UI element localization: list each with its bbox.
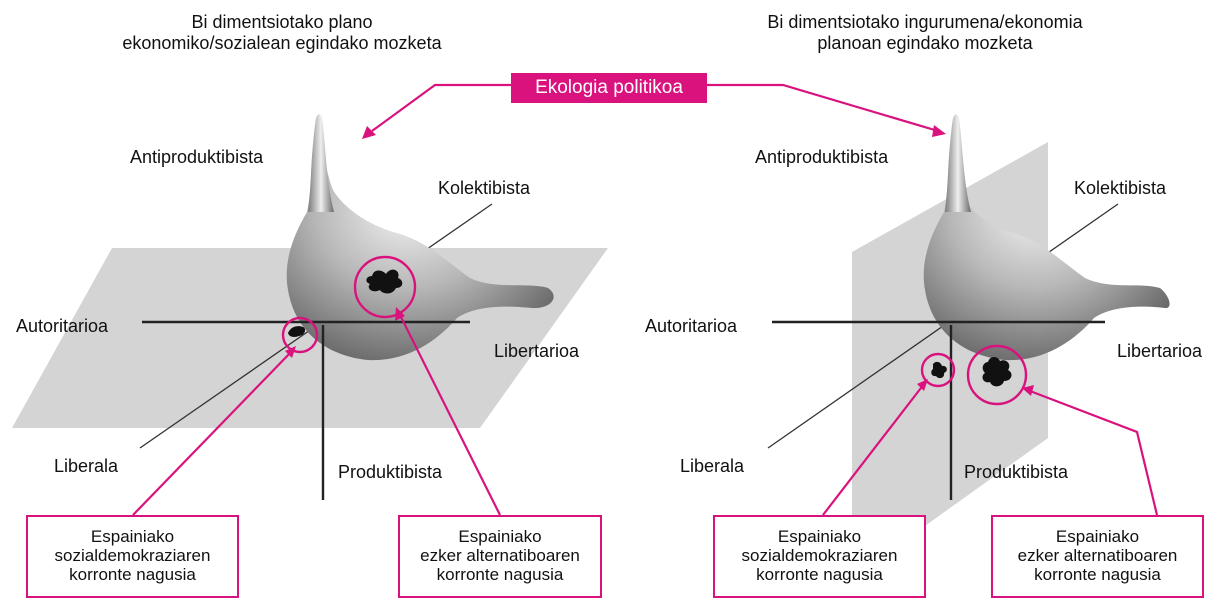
callout-line: Espainiako [458,527,542,546]
right-panel-title: Bi dimentsiotako ingurumena/ekonomia pla… [720,12,1130,54]
callout-line: korronte nagusia [69,565,196,584]
left-panel-graphics [12,83,608,516]
callout-line: Espainiako [1055,527,1140,546]
callout-line: korronte nagusia [1034,565,1161,584]
pointer-line [707,83,939,133]
axis-label-diag-up: Kolektibista [1074,178,1167,198]
axis-label-right: Libertarioa [1117,341,1203,361]
arrowhead [285,346,296,358]
left-panel-title: Bi dimentsiotako plano ekonomiko/soziale… [72,12,492,54]
callout-line: sozialdemokraziaren [54,546,211,565]
distribution-peak [945,114,971,212]
right-panel-graphics [707,83,1170,578]
pointer-line [399,314,501,516]
distribution-shape [923,128,1170,361]
pointer-line [132,349,294,516]
left-blob-large [366,269,403,294]
callout-line: korronte nagusia [756,565,883,584]
pointer-line [1029,389,1159,516]
title-line: Bi dimentsiotako plano [191,12,373,32]
callout-box: Espainiako sozialdemokraziaren korronte … [713,515,926,598]
title-line: ekonomiko/sozialean egindako mozketa [122,33,442,53]
arrowhead [917,379,928,391]
circle-marker [281,316,319,354]
distribution-peak [308,114,334,212]
axis-label-bottom: Produktibista [338,462,443,482]
axis-label-left: Autoritarioa [16,316,109,336]
title-line: planoan egindako mozketa [817,33,1033,53]
title-line: Bi dimentsiotako ingurumena/ekonomia [767,12,1083,32]
pointer-line [822,383,925,516]
right-blob-small [931,361,947,379]
arrowhead [395,307,405,321]
axis-label-diag-down: Liberala [54,456,119,476]
callout-line: korronte nagusia [436,565,564,584]
arrowhead [932,125,946,137]
callout-box: Espainiako ezker alternatiboaren korront… [398,515,602,598]
arrowhead [1022,385,1034,396]
axis-label-diag-up: Kolektibista [438,178,531,198]
callout-box: Espainiako sozialdemokraziaren korronte … [26,515,239,598]
pointer-line [371,83,511,132]
right-blob-large [982,357,1012,387]
circle-marker [920,352,956,388]
callout-line: ezker alternatiboaren [420,546,580,565]
callout-box: Espainiako ezker alternatiboaren korront… [991,515,1204,598]
callout-line: ezker alternatiboaren [1017,546,1178,565]
axis-label-top: Antiproduktibista [130,147,264,167]
callout-line: Espainiako [777,527,862,546]
axis-label-left: Autoritarioa [645,316,738,336]
circle-marker [353,255,417,319]
axis-label-top: Antiproduktibista [755,147,889,167]
axis-label-right: Libertarioa [494,341,580,361]
center-label: Ekologia politikoa [511,73,707,103]
distribution-shape [286,128,554,361]
axis-label-diag-down: Liberala [680,456,745,476]
callout-line: sozialdemokraziaren [741,546,898,565]
arrowhead [362,126,376,139]
callout-line: Espainiako [90,527,175,546]
circle-marker [966,344,1028,406]
axis-label-bottom: Produktibista [964,462,1069,482]
left-blob-small [288,326,306,337]
